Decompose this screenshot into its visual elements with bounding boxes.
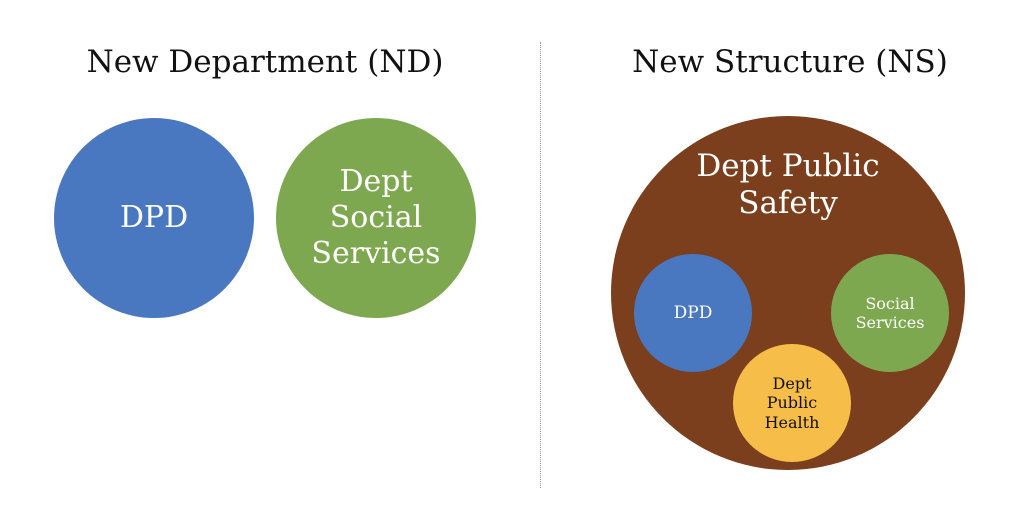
dpd-circle-right: DPD: [634, 254, 752, 372]
panel-divider: [540, 42, 541, 488]
dept-public-safety-label-line-2: Safety: [738, 185, 838, 222]
dept-public-health-circle: Dept Public Health: [733, 344, 851, 462]
public-health-label-line-1: Dept: [772, 374, 812, 394]
right-panel-title: New Structure (NS): [632, 44, 948, 80]
dept-public-safety-label-line-1: Dept Public: [696, 148, 880, 184]
inner-social-services-label-line-1: Social: [865, 293, 915, 313]
social-services-label-line-2: Social: [329, 200, 423, 235]
social-services-circle-left: Dept Social Services: [276, 118, 476, 318]
social-services-label-line-3: Services: [311, 236, 441, 271]
inner-social-services-label-line-2: Services: [855, 313, 925, 332]
dpd-label-right: DPD: [673, 302, 713, 323]
social-services-circle-right: Social Services: [831, 254, 949, 372]
public-health-label-line-2: Public: [766, 393, 818, 413]
dpd-circle-left: DPD: [54, 118, 254, 318]
public-health-label-line-3: Health: [764, 412, 820, 432]
dept-public-safety-label: Dept Public Safety: [611, 148, 965, 222]
dpd-label-left: DPD: [119, 200, 189, 235]
left-panel-title: New Department (ND): [86, 44, 444, 80]
social-services-label-line-1: Dept: [339, 164, 413, 199]
